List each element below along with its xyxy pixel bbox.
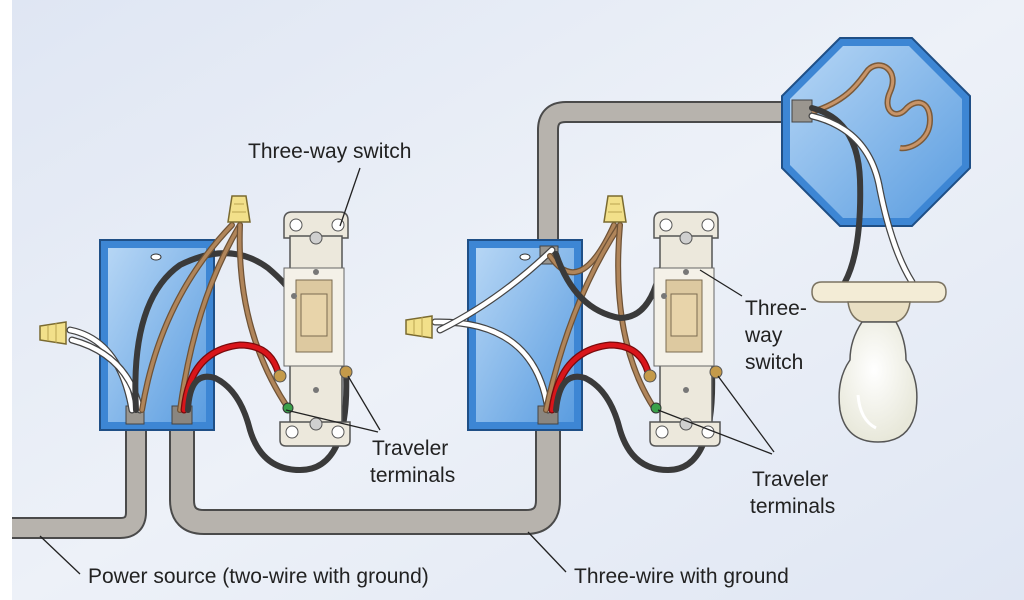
wire-nut-icon bbox=[39, 321, 67, 345]
wire-nut-icon bbox=[603, 195, 627, 223]
leader-three-way-right bbox=[699, 269, 743, 297]
leader-traveler-right-a bbox=[657, 409, 773, 455]
label-traveler-terminals-left-line2: terminals bbox=[370, 464, 456, 487]
wire-nut-icon bbox=[227, 195, 251, 223]
label-traveler-terminals-left-line1: Traveler bbox=[372, 437, 449, 460]
label-three-way-switch-top: Three-way switch bbox=[248, 140, 412, 163]
label-traveler-terminals-right-line1: Traveler bbox=[752, 468, 829, 491]
label-three-way-switch-right-line1: Three- bbox=[745, 297, 807, 320]
label-three-way-switch-right-line2: way bbox=[745, 324, 783, 347]
label-three-way-switch-right-line3: switch bbox=[745, 351, 804, 374]
leader-three-wire bbox=[527, 531, 567, 573]
toggle-switch-icon bbox=[670, 293, 698, 337]
wire-nut-icon bbox=[405, 315, 433, 339]
wires bbox=[66, 105, 916, 473]
leader-traveler-right-b bbox=[717, 375, 775, 453]
left-three-way-switch bbox=[273, 211, 353, 447]
leader-power-source bbox=[39, 535, 81, 575]
light-bulb-icon bbox=[811, 281, 947, 443]
leader-three-way-top bbox=[339, 167, 361, 227]
label-power-source: Power source (two-wire with ground) bbox=[88, 565, 429, 588]
leader-traveler-left-a bbox=[285, 409, 379, 433]
label-three-wire-with-ground: Three-wire with ground bbox=[574, 565, 789, 588]
label-traveler-terminals-right-line2: terminals bbox=[750, 495, 836, 518]
leader-traveler-left-b bbox=[347, 375, 381, 431]
light-fixture-box bbox=[781, 37, 971, 227]
toggle-switch-icon bbox=[300, 293, 328, 337]
cables bbox=[12, 101, 800, 539]
leader-lines bbox=[39, 167, 775, 575]
right-three-way-switch bbox=[643, 211, 723, 447]
